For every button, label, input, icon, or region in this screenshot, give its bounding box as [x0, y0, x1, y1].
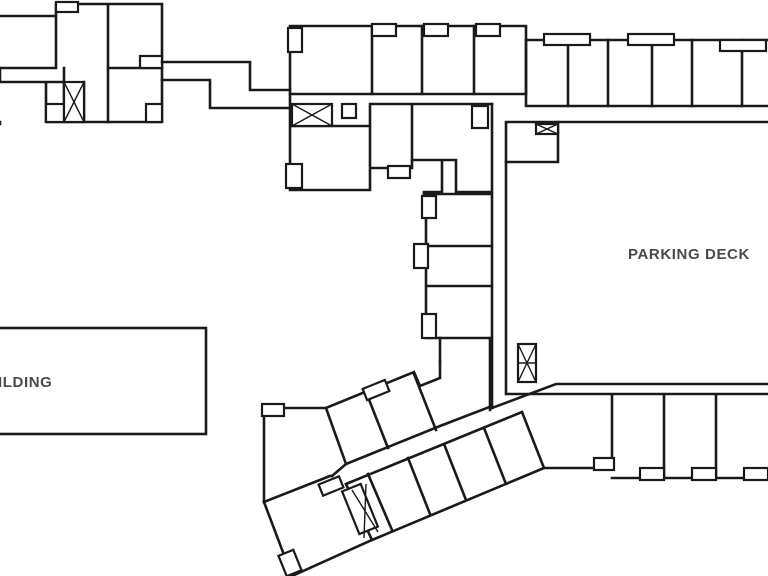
lower-right-wing: [290, 394, 768, 576]
left-building-outline: [0, 326, 208, 436]
door-marker: [422, 22, 450, 38]
door-marker: [592, 456, 616, 472]
door-marker: [44, 102, 66, 124]
door-marker: [412, 242, 430, 270]
stair-marker: [340, 482, 380, 539]
central-wing: [412, 102, 494, 412]
door-marker: [718, 38, 768, 53]
door-marker: [626, 32, 676, 47]
top-left-wing: [0, 0, 164, 126]
door-marker: [277, 548, 303, 576]
building-label: ILDING: [0, 374, 53, 391]
parking-deck-outline: [504, 120, 768, 396]
door-marker: [474, 22, 502, 38]
door-marker: [286, 26, 304, 54]
door-marker: [370, 22, 398, 38]
top-center-block: [284, 22, 528, 218]
door-marker: [386, 164, 412, 180]
stair-marker: [516, 342, 538, 384]
lower-left-wing: [260, 336, 768, 576]
door-marker: [54, 0, 80, 14]
connector-corridor: [160, 60, 292, 110]
stair-marker: [534, 122, 560, 136]
door-marker: [542, 32, 592, 47]
door-marker: [138, 54, 164, 70]
door-marker: [742, 466, 768, 482]
door-marker: [420, 194, 438, 220]
door-marker: [340, 102, 358, 120]
door-marker: [284, 162, 304, 190]
stair-marker: [62, 80, 86, 124]
door-marker: [638, 466, 666, 482]
parking-deck-label: PARKING DECK: [628, 246, 750, 263]
top-right-wing: [524, 32, 768, 108]
door-marker: [260, 402, 286, 418]
door-marker: [361, 378, 391, 402]
door-marker: [470, 104, 490, 130]
door-marker: [144, 102, 164, 124]
stair-marker: [290, 102, 334, 128]
door-marker: [690, 466, 718, 482]
door-marker: [317, 474, 345, 498]
door-marker: [420, 312, 438, 340]
